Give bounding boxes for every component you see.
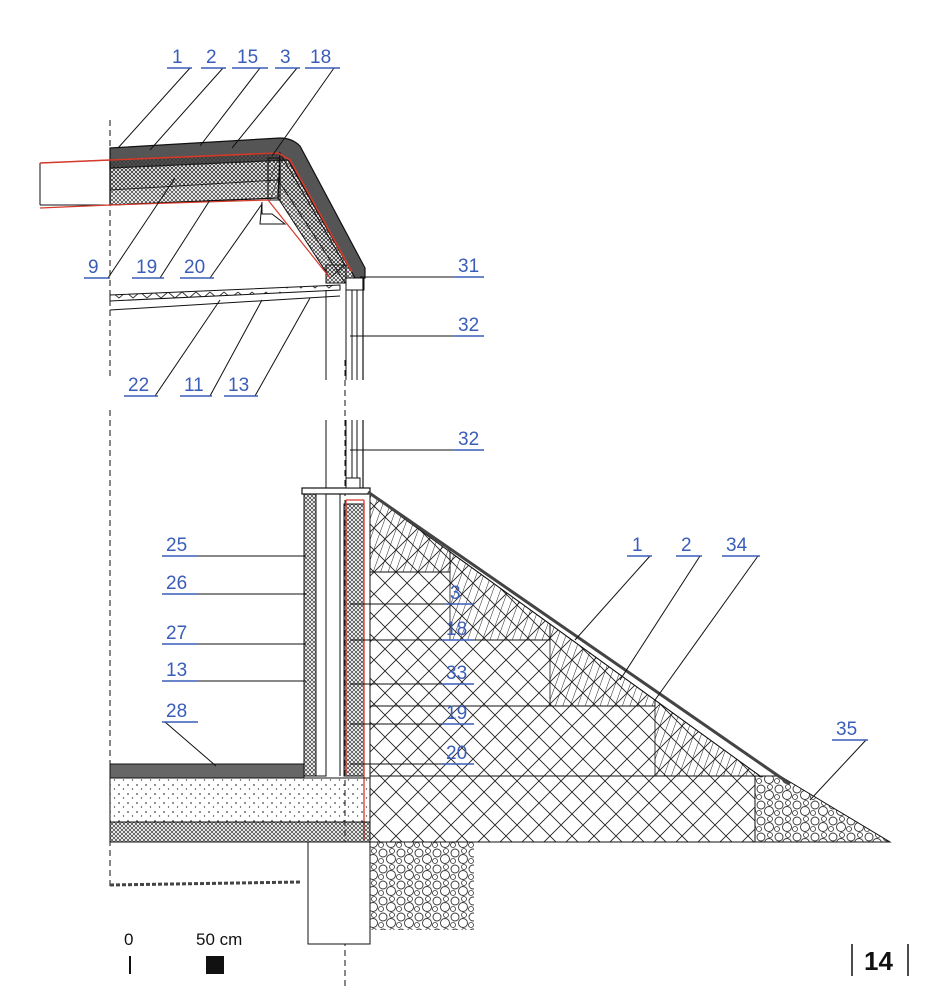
scale-fifty-label: 50 cm: [196, 930, 242, 949]
label-18-bottom: 18: [446, 619, 467, 640]
label-26: 26: [166, 573, 187, 594]
page-number: 14: [864, 946, 893, 976]
label-20-top: 20: [184, 257, 205, 278]
label-1-bottom: 1: [632, 535, 643, 556]
label-32-b: 32: [458, 429, 479, 450]
label-2-top: 2: [206, 47, 217, 68]
label-25: 25: [166, 535, 187, 556]
label-11: 11: [184, 375, 204, 396]
scale-bar: 0 50 cm: [124, 930, 242, 974]
label-22: 22: [128, 375, 149, 396]
base-detail: [109, 477, 892, 945]
roof-detail: [39, 137, 366, 380]
label-27: 27: [166, 623, 187, 644]
labels: 1 2 15 3 18 9 19 20 31 32 22 11 13 32 25…: [84, 47, 868, 765]
label-18-top: 18: [310, 47, 331, 68]
label-2-bottom: 2: [681, 535, 692, 556]
scale-zero-label: 0: [124, 930, 133, 949]
label-35: 35: [836, 719, 857, 740]
label-1-top: 1: [172, 47, 183, 68]
label-3-bottom: 3: [450, 583, 461, 604]
page-number-box: 14: [851, 944, 909, 976]
label-19-top: 19: [136, 257, 157, 278]
label-34: 34: [726, 535, 748, 556]
label-28: 28: [166, 701, 187, 722]
label-33: 33: [446, 663, 467, 684]
label-3-top: 3: [280, 47, 291, 68]
label-13-bottom: 13: [166, 660, 187, 681]
label-19-bottom: 19: [446, 703, 467, 724]
label-20-bottom: 20: [446, 743, 467, 764]
label-32-a: 32: [458, 315, 479, 336]
label-13-top: 13: [228, 375, 249, 396]
label-15: 15: [237, 47, 258, 68]
label-9: 9: [88, 257, 99, 278]
label-31: 31: [458, 256, 479, 277]
